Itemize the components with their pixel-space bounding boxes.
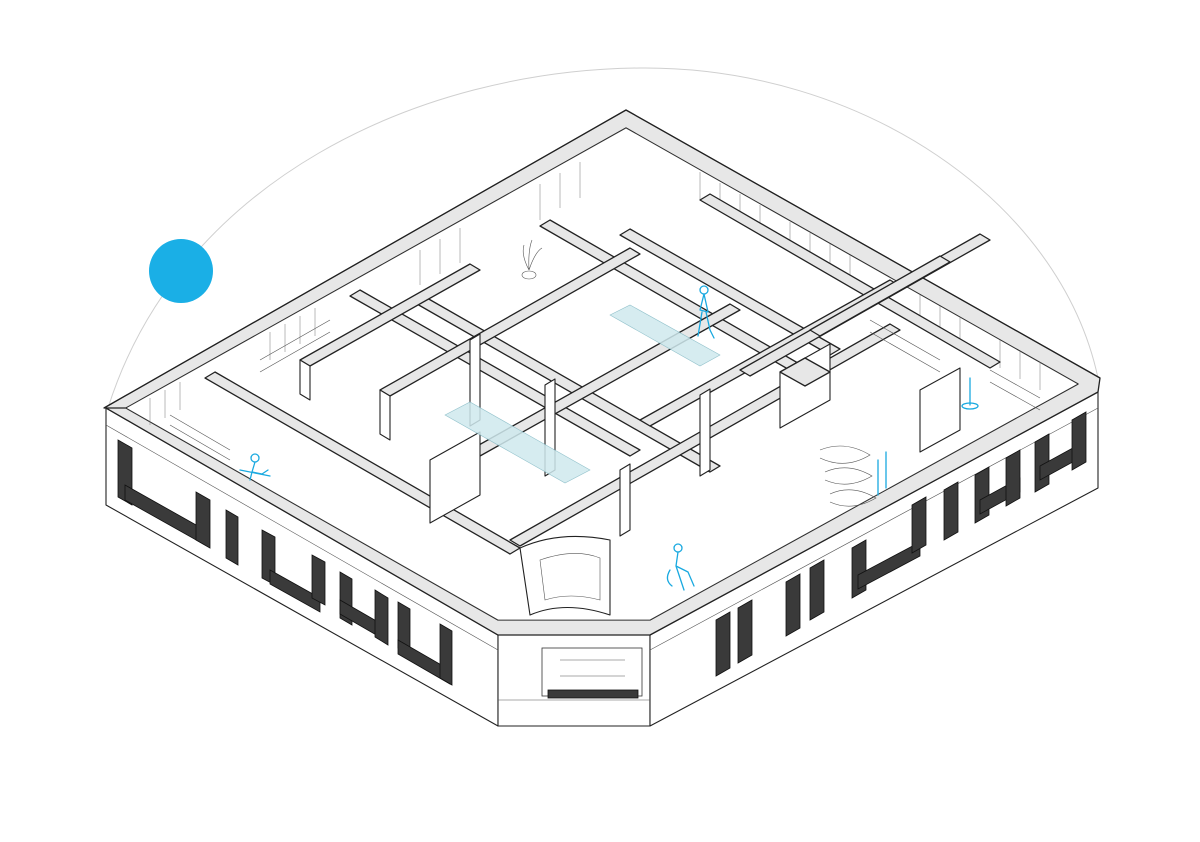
person-figure-icon bbox=[239, 285, 715, 591]
orientation-arc bbox=[107, 67, 1099, 409]
right-facade-windows bbox=[715, 411, 1087, 677]
plant-icon bbox=[521, 239, 543, 280]
corridor-glazing bbox=[444, 304, 721, 484]
furniture bbox=[169, 319, 1041, 507]
left-facade-windows bbox=[117, 439, 453, 686]
compass-dot-icon bbox=[149, 239, 213, 303]
interior-floor bbox=[125, 127, 1079, 621]
front-facade-window bbox=[541, 647, 643, 699]
floor-lamp-icon bbox=[877, 377, 979, 496]
interior-walls bbox=[204, 193, 1001, 616]
